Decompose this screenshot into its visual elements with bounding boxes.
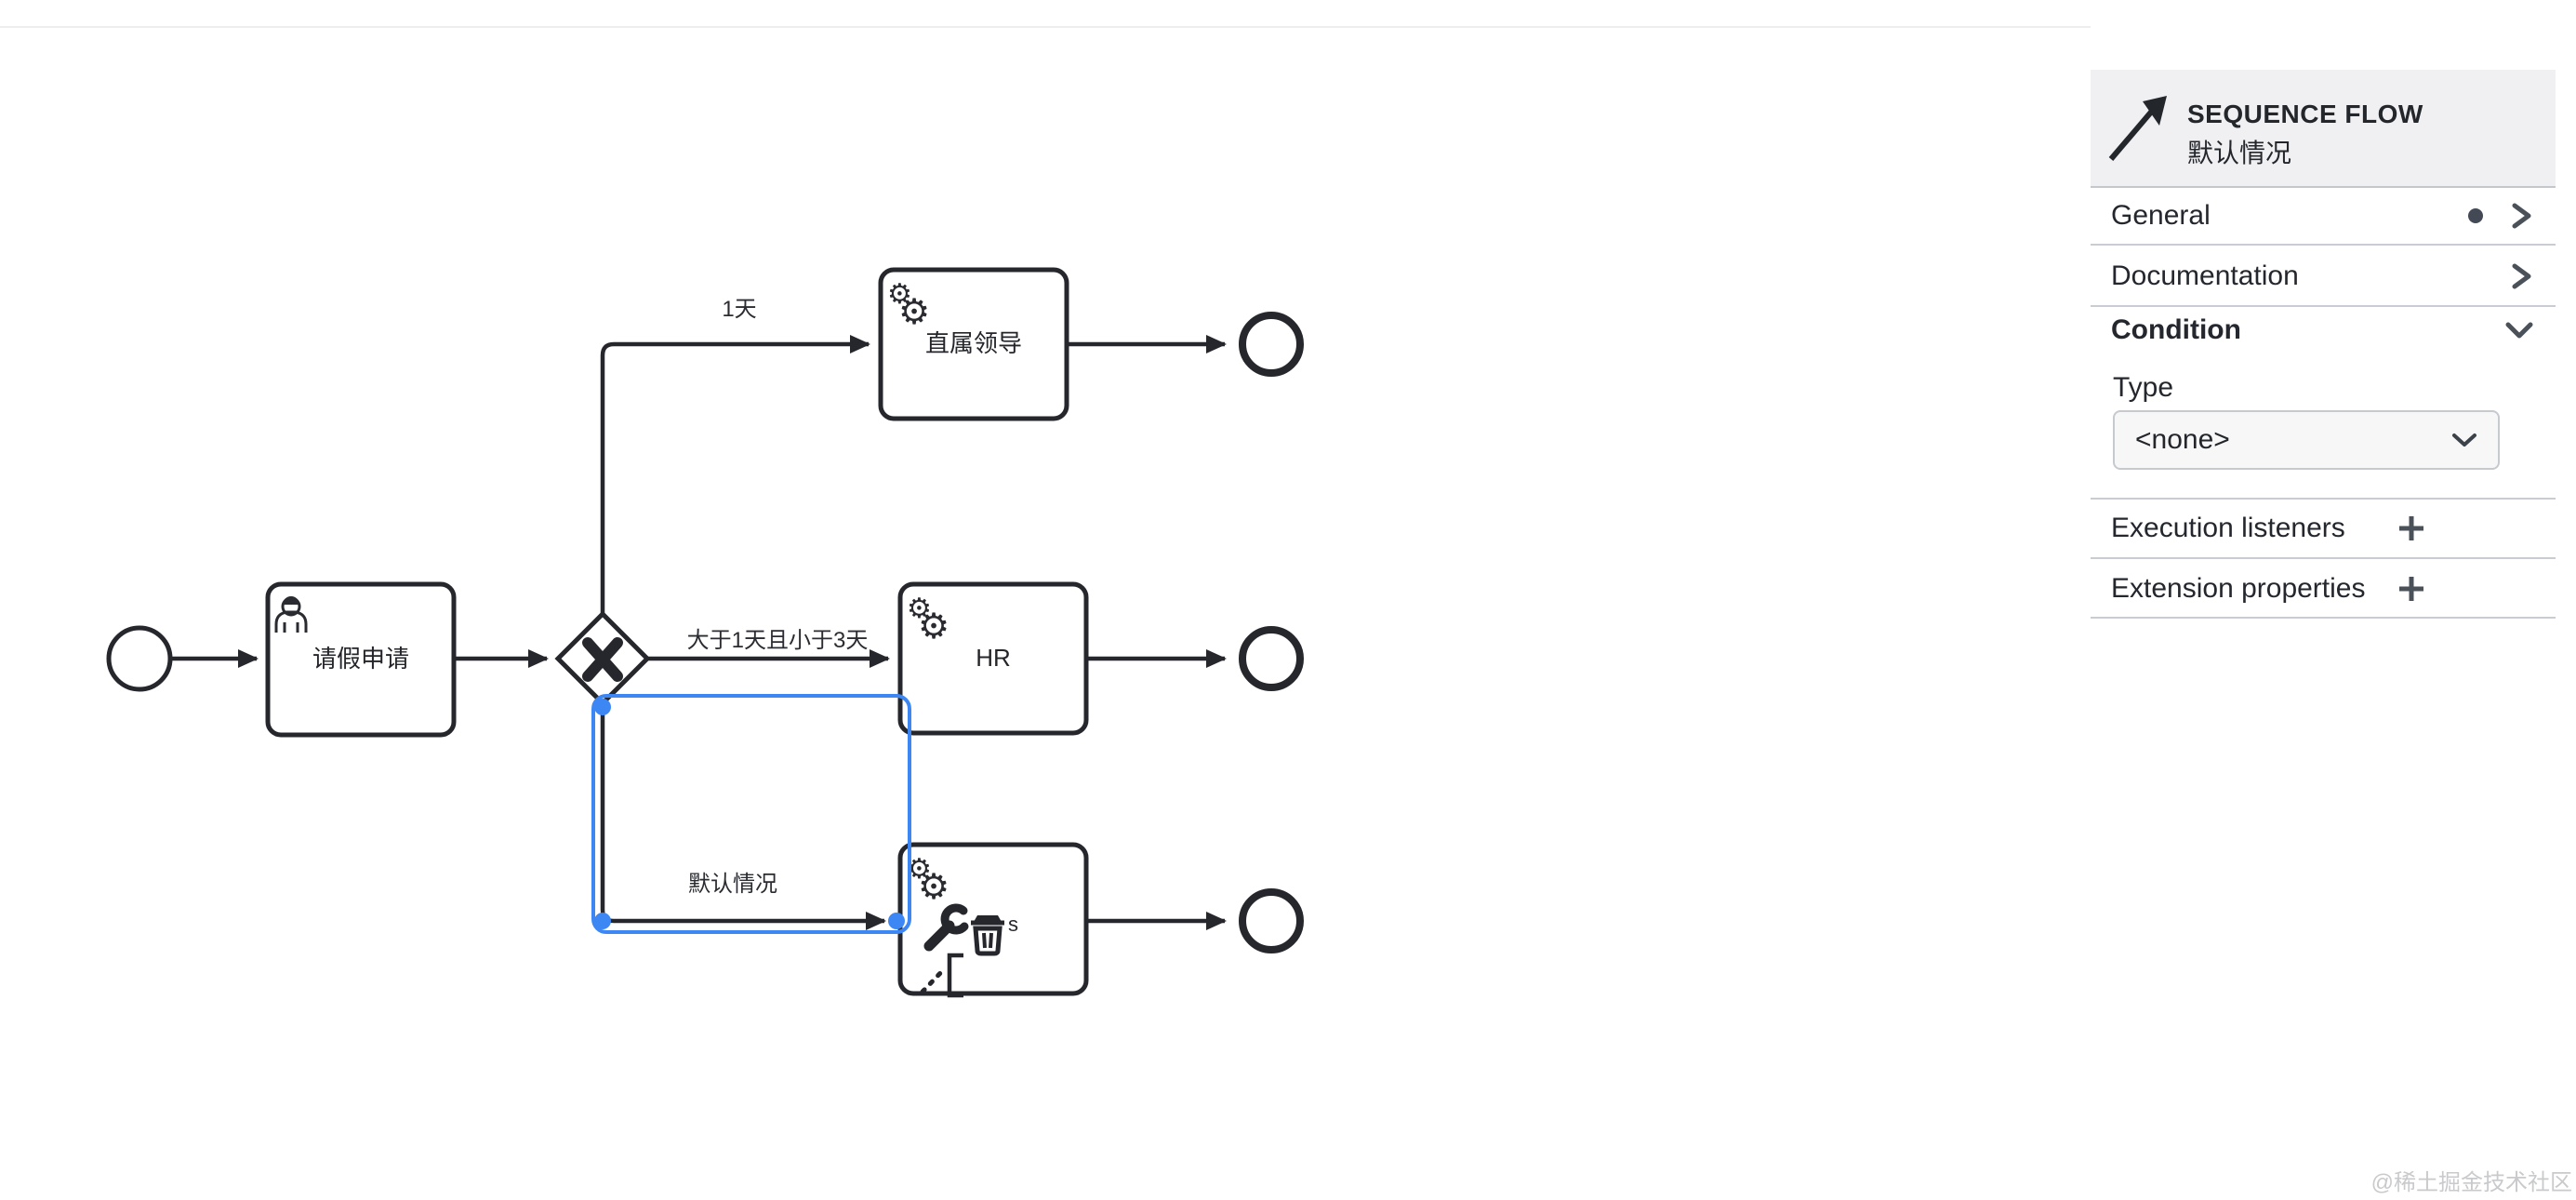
chevron-down-icon [2452, 433, 2476, 447]
flow-branch-1day[interactable] [600, 335, 870, 614]
svg-text:⚙: ⚙ [907, 593, 932, 624]
waypoint-handle-end[interactable] [888, 913, 905, 929]
list-label: Execution listeners [2111, 513, 2345, 543]
chevron-right-icon [2512, 263, 2531, 289]
wrench-icon[interactable] [923, 903, 969, 952]
properties-panel: SEQUENCE FLOW 默认情况 General Documentation… [2091, 0, 2576, 1200]
service-gears-icon: ⚙ ⚙ [907, 593, 949, 647]
task-hr[interactable]: ⚙ ⚙ HR [897, 581, 1089, 736]
svg-text:⚙: ⚙ [918, 868, 949, 907]
flow-label-1to3days[interactable]: 大于1天且小于3天 [687, 628, 869, 653]
svg-text:⚙: ⚙ [898, 293, 930, 332]
context-pad: s [920, 903, 1018, 998]
exclusive-gateway[interactable] [554, 610, 651, 707]
condition-type-value: <none> [2135, 424, 2230, 455]
selected-flow-outline[interactable] [591, 694, 911, 934]
chevron-right-icon [2512, 203, 2531, 229]
waypoint-handle-bend[interactable] [594, 913, 611, 929]
text-annotation-icon[interactable] [920, 953, 963, 998]
flow-label-1day[interactable]: 1天 [722, 297, 756, 322]
gateway-x-marker [582, 637, 623, 682]
start-event[interactable] [106, 625, 173, 692]
waypoint-handle-start[interactable] [594, 699, 611, 715]
sequence-flow-arrow-icon [2108, 96, 2167, 161]
add-icon[interactable] [2397, 514, 2425, 542]
end-event-1[interactable] [1239, 312, 1304, 377]
task-label: HR [976, 644, 1011, 672]
flow-label-default[interactable]: 默认情况 [688, 872, 777, 897]
add-icon[interactable] [2397, 575, 2425, 603]
task-label: 请假申请 [312, 645, 409, 673]
task-leave-request[interactable]: 请假申请 [265, 581, 457, 738]
chevron-down-icon [2505, 322, 2533, 339]
panel-header: SEQUENCE FLOW 默认情况 [2091, 70, 2556, 188]
condition-type-label: Type [2113, 372, 2174, 403]
section-divider [2091, 498, 2556, 500]
list-label: Extension properties [2111, 573, 2366, 604]
task-direct-leader[interactable]: ⚙ ⚙ 直属领导 [878, 267, 1069, 421]
task-label: 直属领导 [925, 329, 1022, 357]
panel-list-extension-properties[interactable]: Extension properties [2091, 561, 2556, 619]
trash-icon[interactable] [971, 915, 1004, 956]
group-label: Condition [2111, 314, 2241, 345]
svg-text:⚙: ⚙ [918, 607, 949, 647]
selected-element-name: 默认情况 [2187, 139, 2292, 167]
panel-group-condition[interactable]: Condition [2091, 309, 2556, 352]
svg-text:⚙: ⚙ [887, 279, 912, 310]
condition-type-select[interactable]: <none> [2113, 410, 2500, 470]
context-pad-letter: s [1008, 913, 1018, 936]
top-divider [0, 26, 2576, 28]
selected-element-type: SEQUENCE FLOW [2187, 100, 2423, 128]
edits-dot [2468, 208, 2483, 223]
user-icon [274, 596, 308, 633]
service-gears-icon: ⚙ ⚙ [887, 279, 930, 332]
panel-group-documentation[interactable]: Documentation [2091, 247, 2556, 307]
group-label: Documentation [2111, 260, 2299, 291]
panel-list-execution-listeners[interactable]: Execution listeners [2091, 500, 2556, 559]
watermark: @稀土掘金技术社区 [2370, 1170, 2572, 1195]
panel-group-general[interactable]: General [2091, 188, 2556, 246]
group-label: General [2111, 200, 2211, 231]
end-event-3[interactable] [1239, 888, 1304, 953]
end-event-2[interactable] [1239, 626, 1304, 691]
